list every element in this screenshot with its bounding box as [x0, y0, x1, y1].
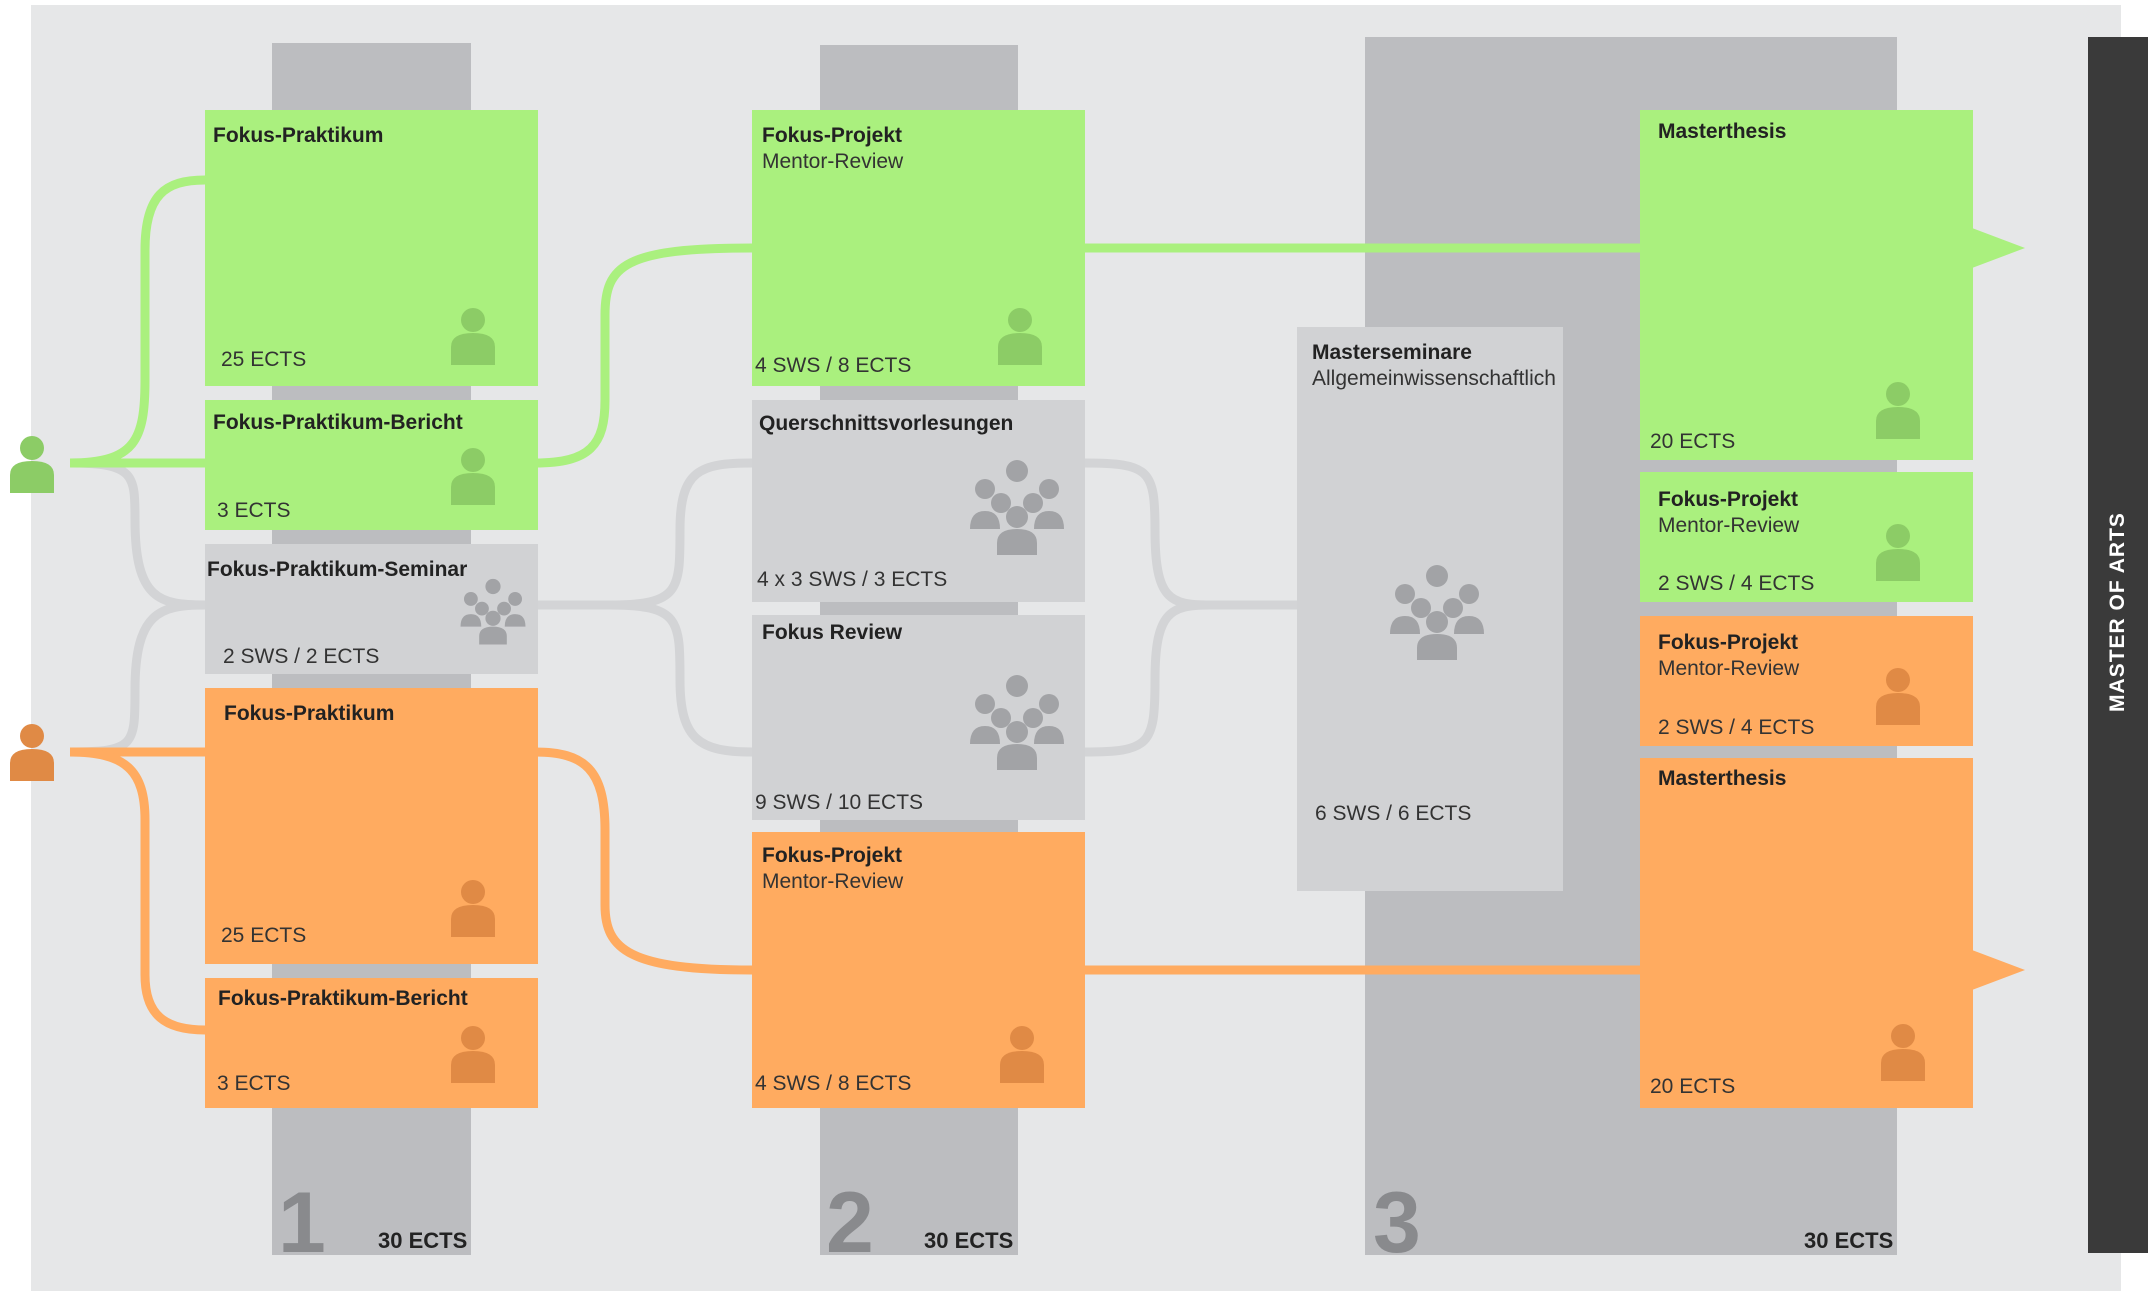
- green-arrow-head: [1972, 228, 2025, 268]
- box-title: Fokus-Projekt: [1658, 631, 1799, 654]
- semester-3-number: 3: [1373, 1175, 1421, 1271]
- box-title: Masterthesis: [1658, 120, 1787, 143]
- box-title: Fokus Review: [762, 621, 903, 644]
- s1-orange-bericht-box: Fokus-Praktikum-Bericht 3 ECTS: [205, 978, 538, 1108]
- degree-sidebar: [2088, 37, 2148, 1253]
- box-ects: 4 x 3 SWS / 3 ECTS: [757, 568, 948, 591]
- gray-path-segment: [1083, 600, 1211, 757]
- box-title: Fokus-Praktikum-Bericht: [218, 987, 468, 1010]
- s2-querschnitt-box: Querschnittsvorlesungen 4 x 3 SWS / 3 EC…: [752, 400, 1085, 602]
- semester-2-ects: 30 ECTS: [924, 1228, 1014, 1253]
- box-ects: 20 ECTS: [1650, 430, 1736, 453]
- box-title: Fokus-Praktikum: [224, 702, 395, 725]
- group-icon: [970, 675, 1064, 770]
- person-icon: [1881, 1024, 1925, 1081]
- box-ects: 2 SWS / 4 ECTS: [1658, 716, 1815, 739]
- gray-path-segment: [609, 458, 753, 610]
- box-title: Fokus-Projekt: [762, 124, 903, 147]
- person-icon: [1876, 524, 1920, 581]
- box-ects: 2 SWS / 2 ECTS: [223, 645, 380, 668]
- orange-path-segment: [534, 747, 753, 975]
- box-ects: 2 SWS / 4 ECTS: [1658, 572, 1815, 595]
- box-title: Querschnittsvorlesungen: [759, 412, 1014, 435]
- semester-2-number: 2: [826, 1175, 874, 1271]
- person-icon: [1876, 668, 1920, 725]
- box-ects: 6 SWS / 6 ECTS: [1315, 802, 1472, 825]
- person-icon: [1000, 1026, 1044, 1083]
- s3-orange-thesis-box: Masterthesis 20 ECTS: [1640, 758, 1973, 1108]
- box-ects: 4 SWS / 8 ECTS: [755, 354, 912, 377]
- orange-arrow-head: [1972, 950, 2025, 990]
- orange-path-segment: [69, 747, 206, 1035]
- box-title: Fokus-Praktikum-Bericht: [213, 411, 463, 434]
- box-subtitle: Mentor-Review: [762, 870, 904, 893]
- s2-review-box: Fokus Review 9 SWS / 10 ECTS: [752, 615, 1085, 820]
- orange-student-person-icon: [10, 724, 54, 781]
- box-title: Masterseminare: [1312, 341, 1472, 364]
- s3-orange-projekt-box: Fokus-Projekt Mentor-Review 2 SWS / 4 EC…: [1640, 616, 1973, 746]
- box-subtitle: Mentor-Review: [1658, 514, 1800, 537]
- box-title: Fokus-Projekt: [1658, 488, 1799, 511]
- gray-path-segment: [69, 458, 206, 610]
- green-path-segment: [69, 175, 206, 468]
- box-title: Masterthesis: [1658, 767, 1787, 790]
- gray-path-segment: [69, 600, 206, 757]
- s1-green-bericht-box: Fokus-Praktikum-Bericht 3 ECTS: [205, 400, 538, 530]
- box-ects: 20 ECTS: [1650, 1075, 1736, 1098]
- green-path-segment: [534, 243, 753, 468]
- s2-orange-projekt-box: Fokus-Projekt Mentor-Review 4 SWS / 8 EC…: [752, 832, 1085, 1108]
- box-ects: 9 SWS / 10 ECTS: [755, 791, 924, 814]
- person-icon: [451, 880, 495, 937]
- person-icon: [451, 448, 495, 505]
- box-ects: 25 ECTS: [221, 348, 307, 371]
- box-subtitle: Mentor-Review: [762, 150, 904, 173]
- box-title: Fokus-Projekt: [762, 844, 903, 867]
- semester-1-ects: 30 ECTS: [378, 1228, 468, 1253]
- s1-green-praktikum-box: Fokus-Praktikum 25 ECTS: [205, 110, 538, 386]
- group-icon: [970, 460, 1064, 555]
- s3-green-thesis-box: Masterthesis 20 ECTS: [1640, 110, 1973, 460]
- semester-3-ects: 30 ECTS: [1804, 1228, 1894, 1253]
- s3-masterseminare-box: Masterseminare Allgemeinwissenschaftlich…: [1297, 327, 1563, 891]
- gray-path-segment: [1083, 458, 1211, 610]
- degree-label: MASTER OF ARTS: [2106, 512, 2129, 712]
- box-ects: 3 ECTS: [217, 499, 291, 522]
- person-icon: [998, 308, 1042, 365]
- person-icon: [451, 308, 495, 365]
- group-icon: [460, 578, 526, 645]
- box-title: Fokus-Praktikum: [213, 124, 384, 147]
- box-ects: 3 ECTS: [217, 1072, 291, 1095]
- person-icon: [451, 1026, 495, 1083]
- box-ects: 25 ECTS: [221, 924, 307, 947]
- box-subtitle: Mentor-Review: [1658, 657, 1800, 680]
- s3-green-projekt-box: Fokus-Projekt Mentor-Review 2 SWS / 4 EC…: [1640, 472, 1973, 602]
- gray-path-segment: [609, 600, 753, 757]
- box-ects: 4 SWS / 8 ECTS: [755, 1072, 912, 1095]
- box-subtitle: Allgemeinwissenschaftlich: [1312, 367, 1556, 390]
- person-icon: [1876, 382, 1920, 439]
- group-icon: [1390, 565, 1484, 660]
- semester-1-number: 1: [278, 1175, 326, 1271]
- s1-orange-praktikum-box: Fokus-Praktikum 25 ECTS: [205, 688, 538, 964]
- green-student-person-icon: [10, 436, 54, 493]
- s2-green-projekt-box: Fokus-Projekt Mentor-Review 4 SWS / 8 EC…: [752, 110, 1085, 386]
- box-title: Fokus-Praktikum-Seminar: [207, 558, 468, 581]
- s1-seminar-box: Fokus-Praktikum-Seminar 2 SWS / 2 ECTS: [205, 544, 538, 674]
